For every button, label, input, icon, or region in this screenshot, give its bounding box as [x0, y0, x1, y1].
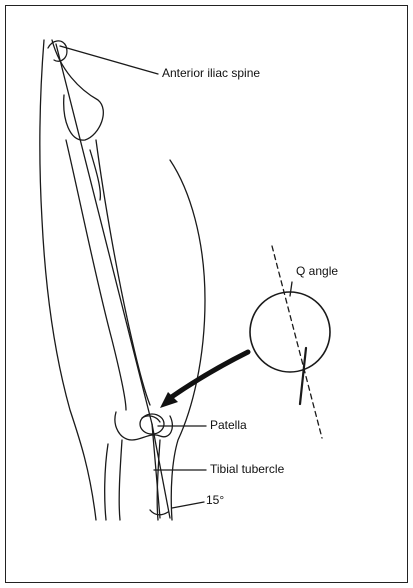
femur-shaft-inner: [96, 140, 150, 405]
label-q-angle: Q angle: [296, 264, 338, 278]
leader-angle: [172, 502, 204, 508]
label-patella: Patella: [210, 418, 247, 432]
label-tibial-tubercle: Tibial tubercle: [210, 462, 284, 476]
leg-outline-left: [40, 40, 96, 520]
leg-outline-right: [170, 160, 205, 520]
label-angle-value: 15°: [206, 493, 224, 507]
quadriceps-extension: [152, 424, 170, 518]
label-anterior-iliac-spine: Anterior iliac spine: [162, 66, 260, 80]
magnified-circle: [250, 292, 330, 372]
pointer-arrow: [160, 352, 248, 408]
femur-shaft-outer: [66, 140, 126, 410]
q-angle-solid-line: [300, 348, 306, 404]
pelvis-contour: [52, 40, 103, 140]
tibia-left: [119, 440, 122, 520]
leader-anterior-iliac-spine: [60, 46, 158, 74]
quadriceps-line: [56, 44, 152, 424]
leader-q-angle: [290, 282, 292, 296]
fibula: [105, 444, 108, 520]
